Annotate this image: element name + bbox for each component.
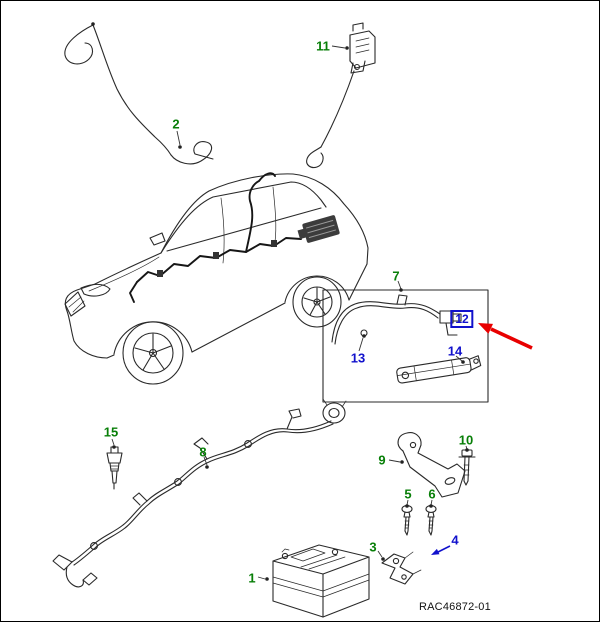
vehicle-roof-harness — [129, 172, 340, 303]
part-14-antenna-amplifier — [396, 355, 482, 384]
callout-1[interactable]: 1 — [248, 570, 256, 586]
part-15-sensor — [106, 446, 123, 490]
callout-11[interactable]: 11 — [316, 38, 330, 54]
callout-7[interactable]: 7 — [392, 268, 400, 284]
callout-2[interactable]: 2 — [172, 116, 180, 132]
part-11-module-bracket — [306, 22, 376, 169]
callout-4[interactable]: 4 — [451, 532, 459, 548]
roof-amplifier-unit — [297, 215, 340, 243]
part-6-screw — [425, 505, 437, 536]
vehicle-line-art — [64, 173, 369, 385]
callout-8[interactable]: 8 — [199, 444, 207, 460]
callout-6[interactable]: 6 — [428, 486, 436, 502]
callout-5[interactable]: 5 — [404, 486, 412, 502]
part-13-link-harness — [331, 294, 462, 345]
callout-leader-lines — [111, 45, 469, 581]
part-4-pointer-arrow — [431, 545, 451, 555]
callout-14[interactable]: 14 — [447, 343, 463, 359]
diagram-code: RAC46872-01 — [419, 601, 491, 613]
part-1-battery — [272, 544, 370, 618]
part-8-main-harness — [52, 408, 334, 588]
callout-12[interactable]: 12 — [450, 310, 474, 328]
harness-grommet — [322, 398, 347, 424]
callout-9[interactable]: 9 — [378, 452, 386, 468]
part-2-antenna-cable — [64, 22, 214, 165]
callout-15[interactable]: 15 — [103, 424, 119, 440]
callout-10[interactable]: 10 — [458, 432, 474, 448]
part-7-detail-box — [322, 289, 489, 403]
highlight-red-arrow — [478, 323, 533, 350]
callout-13[interactable]: 13 — [350, 350, 366, 366]
part-9-mounting-bracket — [397, 432, 466, 498]
part-3-small-bracket — [381, 551, 422, 585]
part-5-screw — [401, 505, 413, 536]
callout-3[interactable]: 3 — [369, 539, 377, 555]
